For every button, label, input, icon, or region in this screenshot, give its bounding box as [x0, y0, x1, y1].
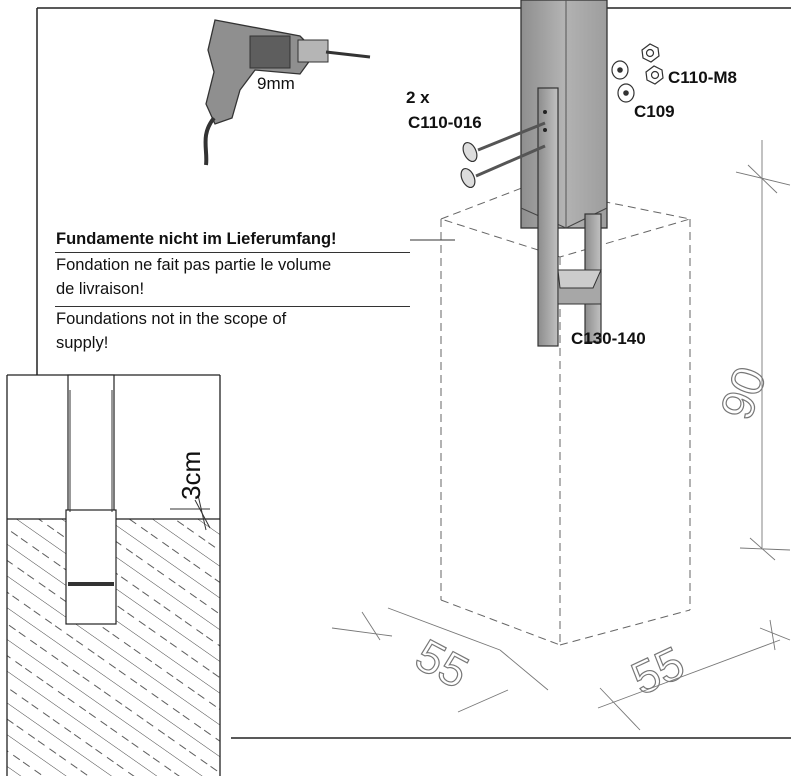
bolts [460, 121, 546, 189]
anchor-bracket [537, 87, 602, 347]
dimension-width-a: 55 [407, 628, 477, 698]
nut-code-label: C110-M8 [668, 68, 737, 87]
embed-depth-label: 3cm [176, 451, 206, 500]
note-divider-1 [55, 252, 410, 253]
main-frame [36, 7, 791, 739]
anchor-code-label: C130-140 [571, 329, 646, 348]
dimension-numbers: 55 55 90 [407, 359, 777, 705]
foundation-block-dashed [440, 185, 691, 646]
foundation-note-fr-1: Fondation ne fait pas partie le volume [56, 256, 332, 274]
drill-size-label: 9mm [257, 74, 295, 93]
foundation-note-fr-2: de livraison! [56, 280, 145, 298]
foundation-note-de: Fundamente nicht im Lieferumfang! [56, 230, 337, 248]
foundation-note-en-1: Foundations not in the scope of [56, 310, 287, 328]
dimension-height: 90 [710, 360, 776, 426]
timber-post [520, 0, 608, 229]
fasteners [611, 43, 664, 103]
washer-code-label: C109 [634, 102, 675, 121]
drill-icon [203, 19, 371, 166]
dimension-lines [331, 140, 791, 731]
bolt-code-label: C110-016 [408, 113, 482, 132]
section-view: 3cm [6, 374, 221, 776]
foundation-note-en-2: supply! [56, 334, 109, 352]
bolt-quantity-label: 2 x [406, 88, 430, 107]
note-divider-2 [55, 306, 410, 307]
